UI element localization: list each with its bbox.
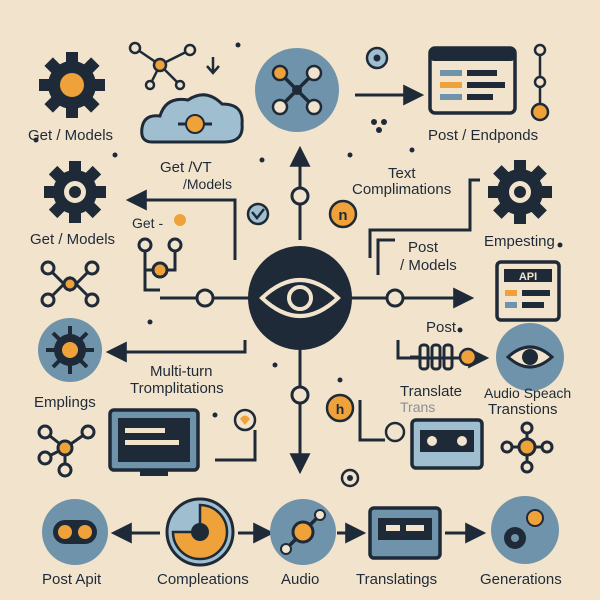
orange-node-right: [458, 347, 478, 367]
post-bracket: [376, 238, 395, 275]
label-generations: Generations: [480, 571, 562, 588]
ring-icon-center: [347, 475, 353, 481]
ring-icon: [384, 421, 406, 443]
down-arrow-icon: [206, 57, 220, 75]
bus-node-1: [195, 288, 215, 308]
label-get-models-mid: Get / Models: [30, 231, 116, 248]
label-audio-speach: Audio Speach: [484, 385, 572, 401]
api-document-icon: API: [495, 260, 561, 322]
orange-dot: [174, 214, 186, 226]
heart-bubble-icon: [233, 408, 257, 432]
h-badge-icon: h: [325, 393, 355, 423]
svg-text:h: h: [336, 401, 345, 417]
label-translatings: Translatings: [356, 571, 438, 588]
gear-icon-right: [488, 160, 552, 224]
svg-text:API: API: [519, 271, 537, 283]
arrow-to-empesting: [368, 178, 480, 258]
lower-right-connector: [358, 400, 385, 442]
label-post-endpoints: Post / Endponds: [428, 127, 539, 144]
pathway-icon: [137, 237, 183, 292]
gear-icon: [39, 52, 105, 118]
arrow-to-emplings: [105, 340, 247, 363]
svg-text:n: n: [338, 207, 347, 224]
bus-nodes: [195, 186, 405, 405]
dots-icon: [371, 119, 387, 133]
label-post-apit: Post Apit: [42, 571, 102, 588]
monitor-icon: [108, 408, 200, 476]
pie-chart-icon: [165, 497, 235, 567]
binoculars-icon: [42, 499, 108, 565]
label-trans: Trans: [400, 399, 436, 415]
label-models-sub: /Models: [183, 176, 233, 192]
label-tromplitations: Tromplitations: [130, 380, 224, 397]
eye-circle-icon: [496, 323, 564, 391]
connectors: [105, 84, 490, 544]
chain-icon: [530, 43, 550, 122]
label-empesting: Empesting: [484, 233, 555, 250]
spine-node-top: [290, 186, 310, 206]
browser-window-icon: [428, 46, 517, 115]
label-post: Post: [408, 239, 439, 256]
label-text: Text: [388, 165, 416, 182]
label-get-vt: Get /VT: [160, 159, 212, 176]
arrow-to-gear-left: [125, 189, 237, 260]
network-icon: [128, 41, 197, 91]
label-complimations: Complimations: [352, 181, 452, 198]
label-emplings: Emplings: [34, 394, 96, 411]
crossed-nodes-icon: [40, 260, 100, 308]
post-mid-connector: [396, 340, 490, 369]
n-badge-icon: n: [328, 199, 358, 229]
hub-molecule-icon: [500, 421, 554, 474]
label-multi-turn: Multi-turn: [150, 363, 213, 380]
gears-circle-icon: [491, 496, 559, 564]
label-audio: Audio: [281, 571, 320, 588]
label-completions: Compleations: [157, 571, 249, 588]
label-get-dash: Get -: [132, 215, 164, 231]
check-bubble-icon: [246, 202, 270, 226]
settings-circle-icon: [38, 318, 102, 382]
spine-node-bottom: [290, 385, 310, 405]
audio-bars-icon: [410, 343, 454, 371]
label-translate: Translate: [400, 383, 462, 400]
eye-icon: [248, 246, 352, 350]
label-models-right: / Models: [400, 257, 457, 274]
lower-left-connector: [215, 430, 257, 462]
molecule-icon: [37, 424, 96, 478]
cloud-icon: [140, 93, 244, 144]
cassette-icon: [410, 418, 484, 470]
hub-network-icon: [255, 48, 339, 132]
bus-node-2: [385, 288, 405, 308]
cassette-bottom-icon: [368, 506, 442, 560]
label-post-mid: Post: [426, 319, 457, 336]
label-transtions: Transtions: [488, 401, 558, 418]
audio-node-icon: [270, 499, 336, 565]
gear-icon-left: [44, 161, 106, 223]
label-get-models-top: Get / Models: [28, 127, 114, 144]
toggle-icon: [365, 46, 389, 70]
